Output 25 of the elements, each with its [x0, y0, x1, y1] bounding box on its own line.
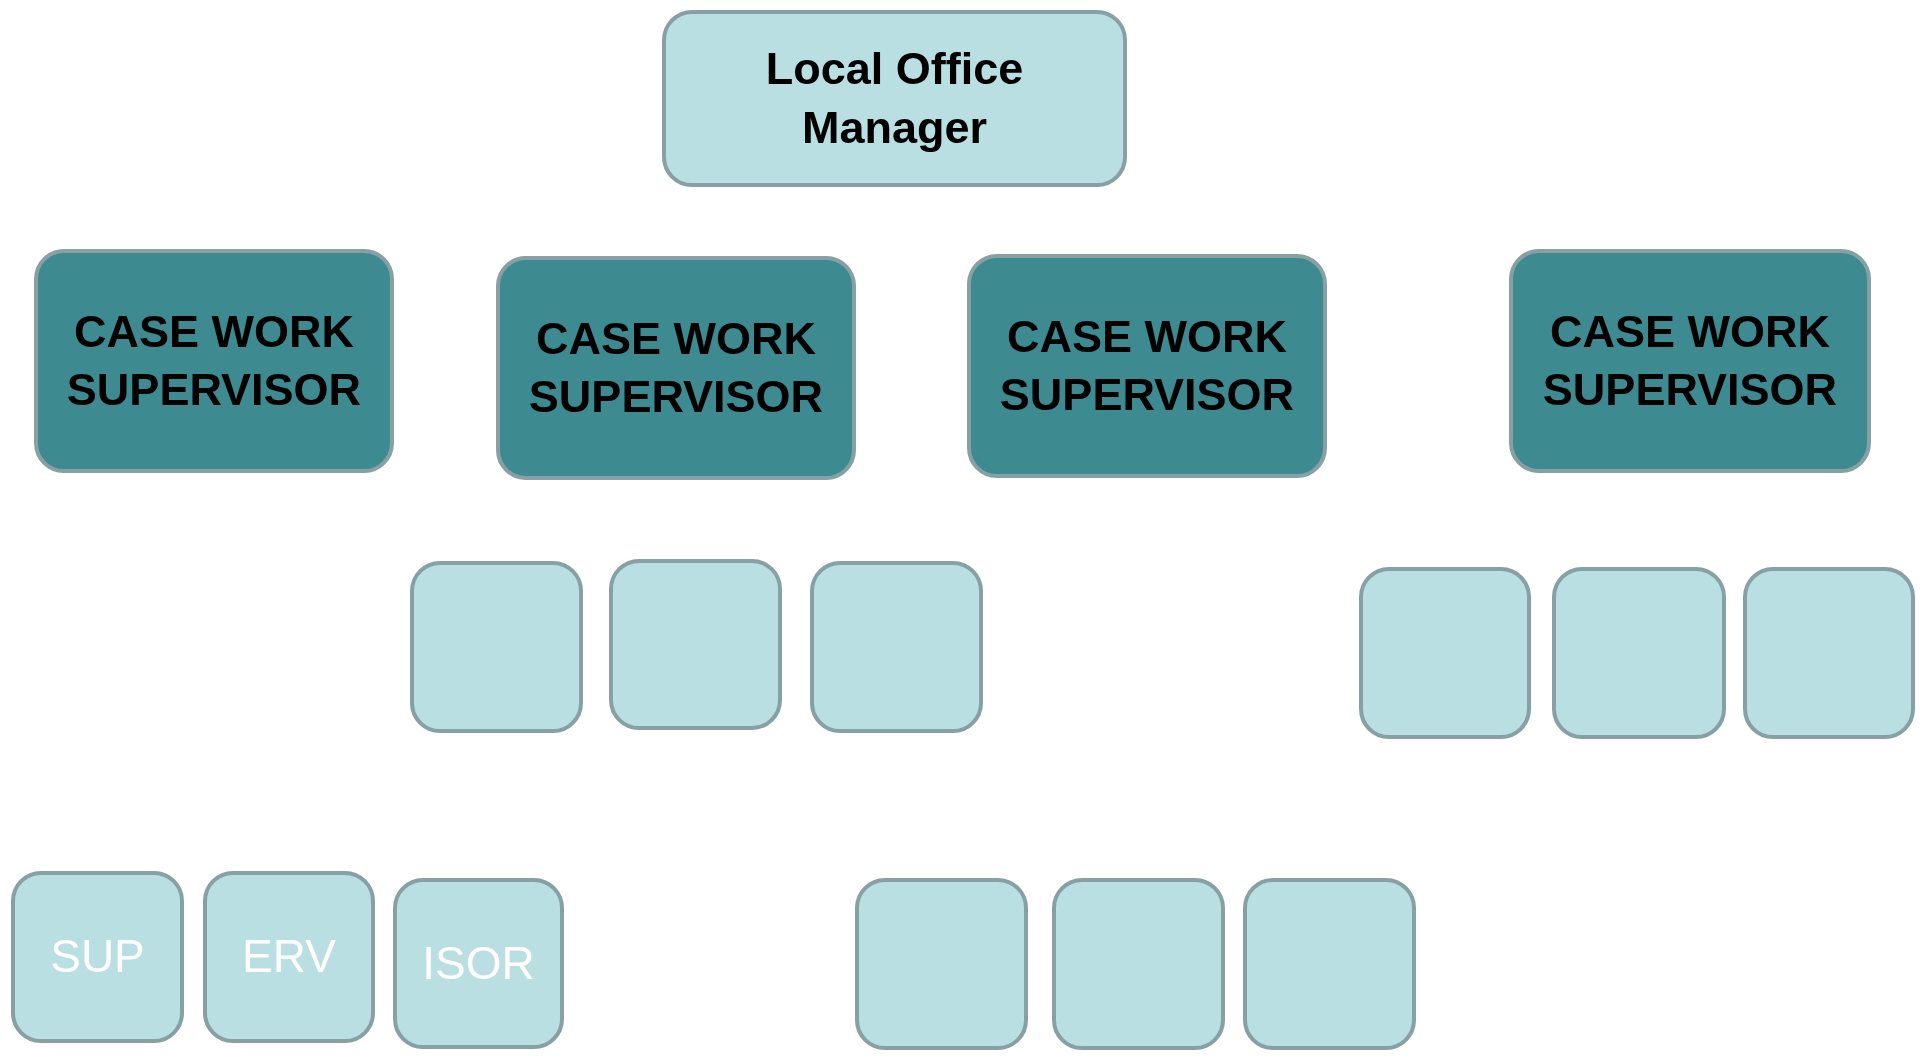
supervisor-title: CASE WORK SUPERVISOR: [65, 304, 363, 417]
empty-box: [1743, 567, 1915, 739]
supervisor-box: [1509, 249, 1871, 473]
manager-box: [662, 10, 1127, 187]
empty-box: [1552, 567, 1726, 739]
empty-box: [855, 878, 1028, 1050]
staff-label: SUP: [50, 929, 145, 985]
supervisor-box: [967, 254, 1327, 478]
staff-box: [203, 871, 375, 1043]
empty-box: [810, 561, 983, 733]
staff-box: [393, 878, 564, 1049]
empty-box: [1359, 567, 1531, 739]
empty-box: [410, 561, 583, 733]
supervisor-box: [496, 256, 856, 480]
supervisor-box: [34, 249, 394, 473]
staff-label: ERV: [242, 929, 336, 985]
supervisor-title: CASE WORK SUPERVISOR: [1541, 304, 1839, 417]
manager-title: Local Office Manager: [764, 42, 1025, 155]
staff-label: ISOR: [422, 935, 535, 991]
empty-box: [609, 559, 782, 730]
supervisor-title: CASE WORK SUPERVISOR: [998, 309, 1296, 422]
staff-box: [11, 871, 184, 1043]
empty-box: [1243, 878, 1416, 1050]
supervisor-title: CASE WORK SUPERVISOR: [527, 311, 825, 424]
empty-box: [1052, 878, 1225, 1050]
